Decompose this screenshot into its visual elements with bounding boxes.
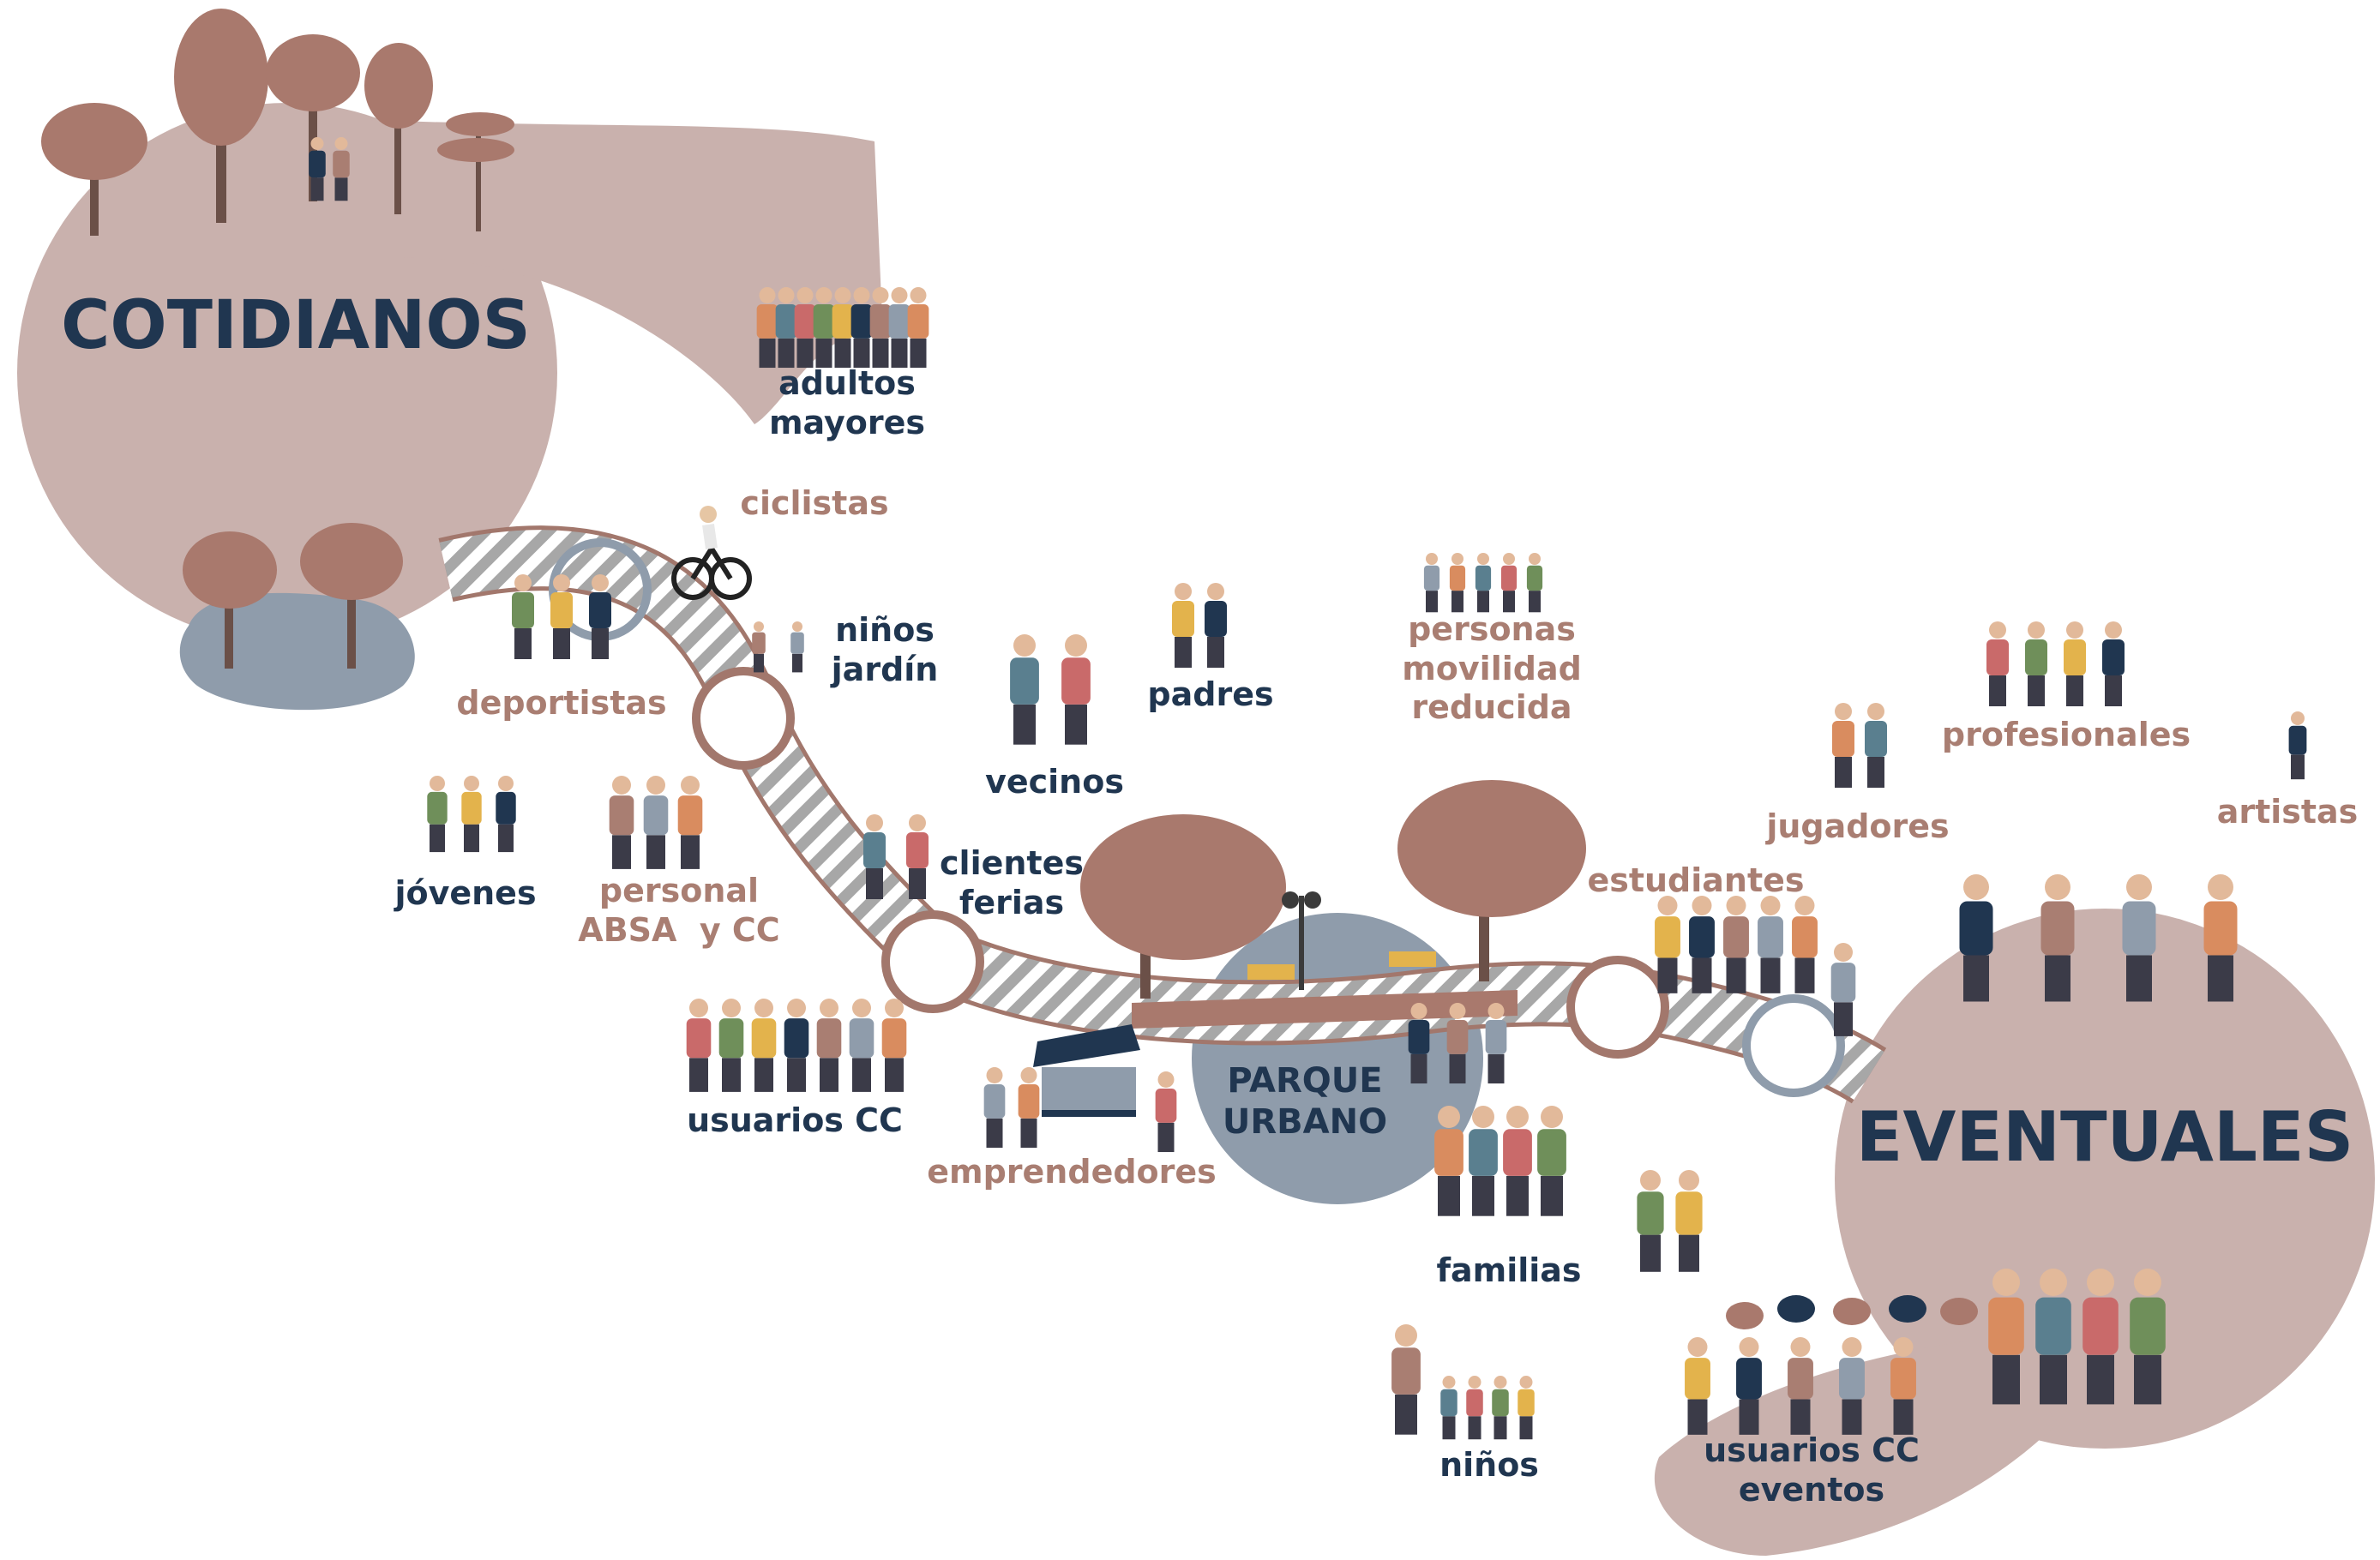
cotidianos-blob: [17, 103, 883, 643]
route-node: [881, 910, 984, 1013]
label-familias: familias: [1436, 1251, 1582, 1289]
people-group-icon: [1172, 583, 1227, 668]
label-vecinos: vecinos: [985, 763, 1124, 801]
people-group-icon: [1010, 634, 1091, 745]
people-group-icon: [1440, 1376, 1535, 1440]
cyclist-icon: [671, 506, 752, 600]
people-group-icon: [752, 621, 804, 673]
tree-cluster-icon: [1080, 780, 1586, 1029]
pond-shape: [179, 592, 415, 711]
people-group-icon: [1637, 1170, 1703, 1272]
people-group-icon: [309, 137, 350, 201]
people-group-icon: [1408, 1003, 1507, 1084]
label-ciclistas: ciclistas: [740, 484, 889, 522]
street-lamp-icon: [1282, 891, 1321, 990]
people-group-icon: [1423, 553, 1543, 613]
people-group-icon: [1959, 874, 2238, 1002]
label-usuarios-cc: usuarios CC: [687, 1101, 903, 1139]
cotidianos-heading: COTIDIANOS: [61, 287, 531, 364]
route-node: [1566, 956, 1669, 1059]
people-group-icon: [427, 776, 516, 853]
tree-cluster-icon: [41, 9, 514, 236]
route-node: [1742, 994, 1845, 1097]
people-group-icon: [1391, 1324, 1421, 1435]
people-group-icon: [1988, 1269, 2166, 1405]
people-group-icon: [512, 574, 611, 659]
people-group-icon: [1155, 1071, 1177, 1153]
people-group-icon: [609, 776, 703, 869]
people-group-icon: [983, 1067, 1040, 1149]
label-deportistas: deportistas: [456, 684, 667, 722]
people-group-icon: [1832, 703, 1887, 788]
label-emprendedores: emprendedores: [927, 1153, 1217, 1191]
people-group-icon: [1655, 896, 1818, 993]
people-group-icon: [1685, 1337, 1916, 1435]
people-group-icon: [1434, 1106, 1566, 1216]
route-nodes: [549, 538, 1845, 1097]
route-node: [692, 667, 795, 770]
people-group-icon: [2288, 711, 2307, 780]
route-path: [438, 525, 1887, 1104]
people-group-icon: [686, 999, 907, 1092]
label-artistas: artistas: [2216, 793, 2359, 831]
people-group-icon: [863, 814, 929, 899]
label-profesionales: profesionales: [1941, 716, 2191, 753]
label-estudiantes: estudiantes: [1587, 861, 1805, 899]
label-jovenes: jóvenes: [394, 874, 537, 912]
market-stall-icon: [1033, 1024, 1140, 1117]
bench-icon: [1247, 951, 1436, 980]
label-padres: padres: [1147, 675, 1274, 713]
eventuales-heading: EVENTUALES: [1855, 1097, 2354, 1177]
speech-bubble-icon: [1726, 1295, 1978, 1329]
people-group-icon: [1986, 621, 2125, 706]
label-ninos: niños: [1439, 1446, 1539, 1484]
people-group-icon: [756, 287, 929, 369]
people-group-icon: [1830, 943, 1856, 1036]
parque-urbano-heading: PARQUE URBANO: [1222, 1061, 1388, 1142]
tree-cluster-icon: [183, 523, 403, 669]
label-jugadores: jugadores: [1766, 807, 1950, 845]
